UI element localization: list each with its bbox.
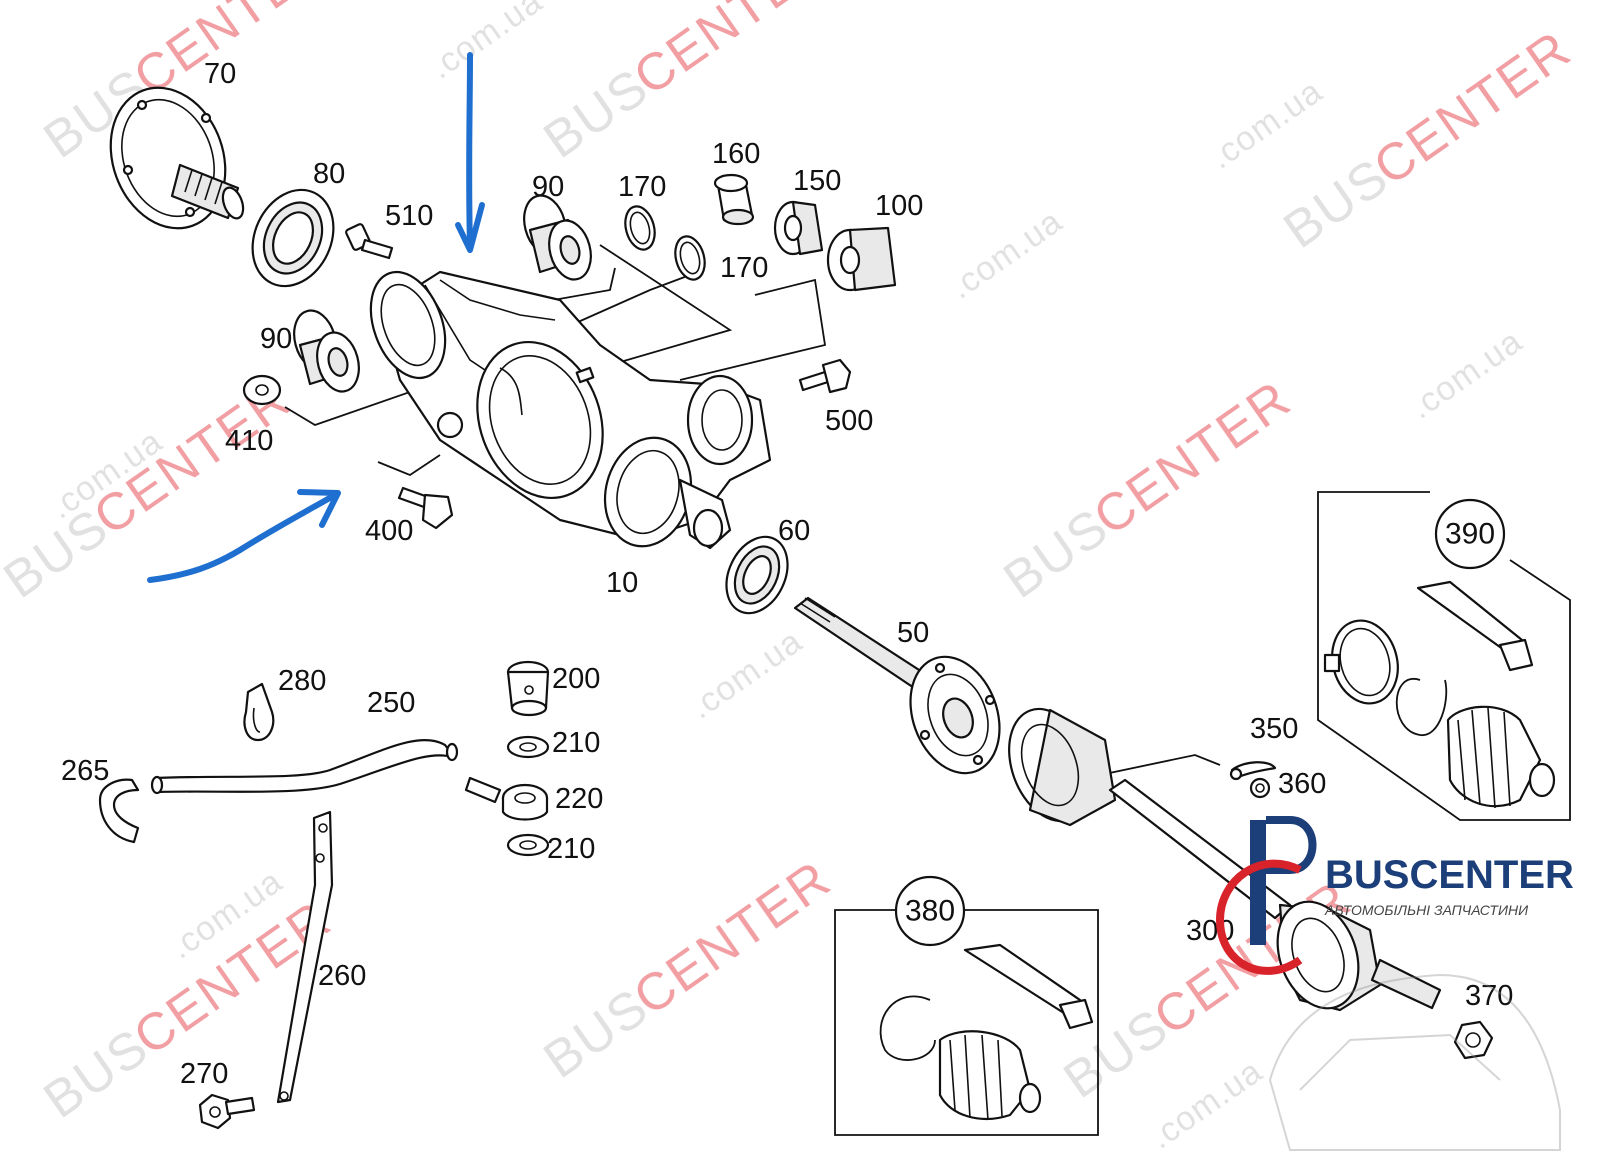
label-210-upper: 210: [552, 727, 600, 759]
part-100-mount: [826, 226, 897, 292]
arrow-down-annotation: [466, 52, 473, 248]
label-270: 270: [180, 1058, 228, 1090]
part-90-bearing-top: [523, 194, 592, 281]
label-150: 150: [793, 165, 841, 197]
watermark-brand-b: CENTER: [624, 0, 842, 107]
label-410: 410: [225, 425, 273, 457]
label-80: 80: [313, 158, 345, 190]
arrow-down-head: [455, 202, 485, 253]
part-90-bearing-left: [293, 309, 360, 393]
annotation-arrows: [147, 52, 485, 583]
leader-lines: [284, 244, 1221, 776]
label-10: 10: [606, 567, 638, 599]
label-250: 250: [367, 687, 415, 719]
label-370: 370: [1465, 980, 1513, 1012]
part-50-axle-shaft: [793, 596, 1001, 775]
watermark-brand-b: CENTER: [1084, 370, 1302, 547]
label-390: 390: [1445, 518, 1495, 551]
kit-390-box: [1317, 491, 1571, 821]
label-160: 160: [712, 138, 760, 170]
part-210-washer-lower: [506, 833, 550, 857]
arrow-right-annotation: [147, 492, 338, 583]
part-260-bracket: [276, 810, 334, 1104]
label-90-top: 90: [532, 171, 564, 203]
part-250-hose: [150, 738, 459, 795]
label-50: 50: [897, 617, 929, 649]
label-350: 350: [1250, 713, 1298, 745]
watermark-domain: .com.ua: [943, 202, 1070, 307]
watermark-domain: .com.ua: [1143, 1052, 1270, 1157]
label-100: 100: [875, 190, 923, 222]
label-400: 400: [365, 515, 413, 547]
watermark-domain: .com.ua: [683, 622, 810, 727]
label-510: 510: [385, 200, 433, 232]
part-280-clamp: [243, 682, 275, 742]
label-170-lower: 170: [720, 252, 768, 284]
watermark-brand-b: CENTER: [1364, 20, 1582, 197]
part-80-seal: [251, 188, 335, 288]
kit-380-box: [834, 875, 1099, 1136]
logo-c-shape: [1215, 859, 1303, 975]
part-labels: 70 80 510 90 90 170 170 160 150 100 410 …: [61, 58, 1513, 1090]
label-360: 360: [1278, 768, 1326, 800]
part-500-bolt: [798, 358, 852, 394]
label-380: 380: [905, 895, 955, 928]
part-170-ring-lower: [674, 235, 706, 281]
part-200-banjo-bolt: [506, 660, 550, 717]
label-220: 220: [555, 783, 603, 815]
logo-van-silhouette: [1268, 973, 1561, 1151]
part-220-banjo-fitting: [464, 776, 549, 821]
watermark-brand-b: CENTER: [624, 850, 842, 1027]
label-265: 265: [61, 755, 109, 787]
label-170-upper: 170: [618, 171, 666, 203]
label-60: 60: [778, 515, 810, 547]
part-170-ring-upper: [624, 205, 656, 251]
part-400-bolt: [397, 486, 454, 530]
part-60-seal: [725, 535, 789, 615]
logo-subtitle: АВТОМОБІЛЬНІ ЗАПЧАСТИНИ: [1324, 902, 1529, 918]
label-210-lower: 210: [547, 833, 595, 865]
part-210-washer-upper: [506, 735, 550, 759]
part-350-clip: [1229, 761, 1277, 781]
label-280: 280: [278, 665, 326, 697]
label-500: 500: [825, 405, 873, 437]
part-300-drive-shaft: [1008, 707, 1442, 1012]
watermark-domain: .com.ua: [1403, 322, 1530, 427]
buscenter-logo: BUSCENTER АВТОМОБІЛЬНІ ЗАПЧАСТИНИ: [1215, 816, 1574, 1151]
logo-title: BUSCENTER: [1325, 853, 1574, 897]
watermark-domain: .com.ua: [1203, 72, 1330, 177]
part-410-washer: [242, 374, 282, 406]
part-360-nut: [1249, 777, 1271, 799]
part-265-hose: [98, 778, 140, 844]
watermark-domain: .com.ua: [423, 0, 550, 87]
part-510-bolt: [345, 223, 394, 260]
part-270-bolt: [198, 1093, 256, 1130]
label-70: 70: [204, 58, 236, 90]
part-150-mount: [773, 200, 824, 256]
arrow-right-head: [297, 489, 341, 528]
label-260: 260: [318, 960, 366, 992]
label-90-left: 90: [260, 323, 292, 355]
logo-bar: [1250, 820, 1266, 945]
part-10-differential-housing: [369, 270, 772, 550]
part-160-bushing: [713, 173, 755, 226]
part-70-flange-shaft: [109, 86, 245, 230]
part-370-nut: [1453, 1020, 1494, 1060]
label-200: 200: [552, 663, 600, 695]
